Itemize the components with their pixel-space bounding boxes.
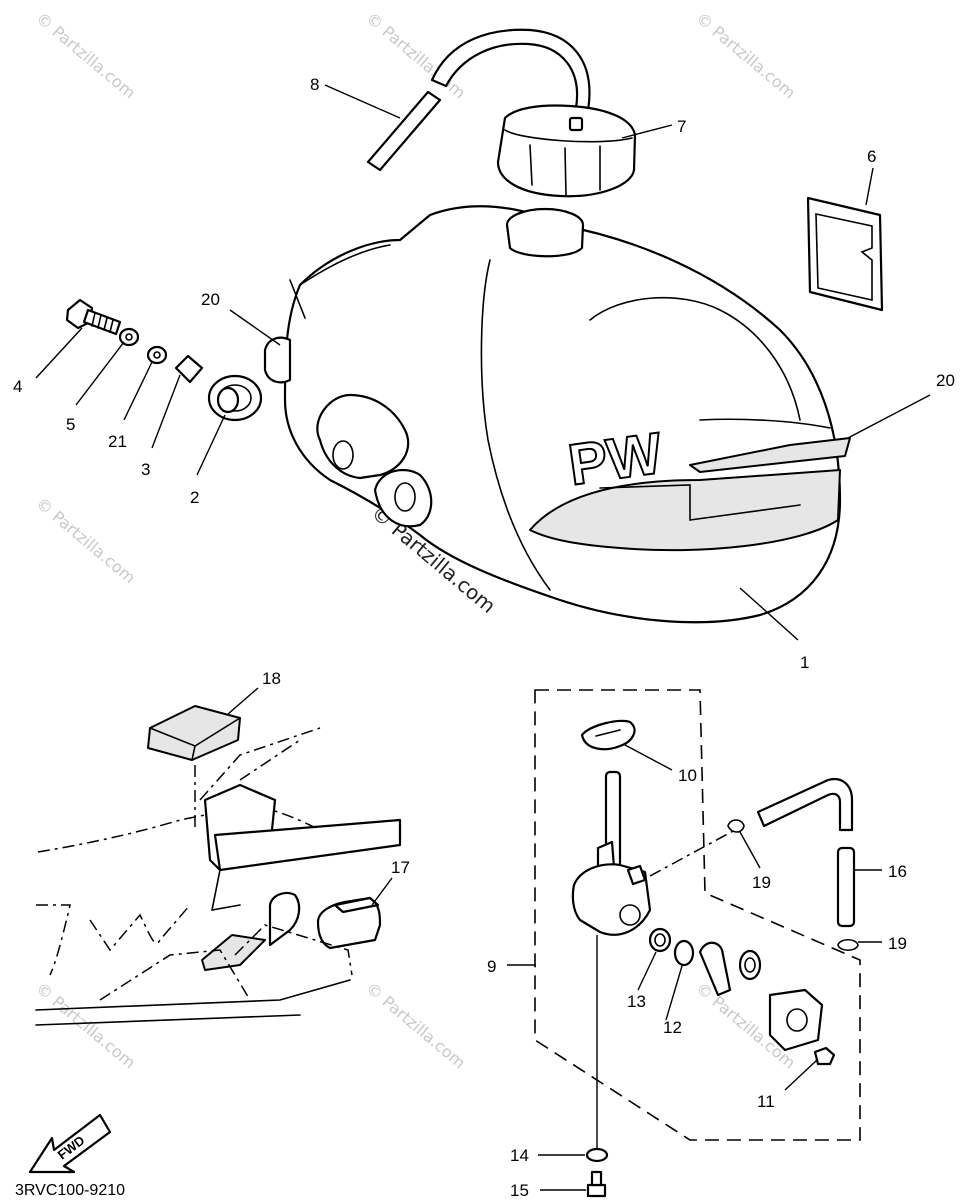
drain-screw [586,1170,607,1198]
callout-9: 9 [487,957,496,976]
callout-1: 1 [800,653,809,672]
fuel-cock-assembly [534,689,861,1141]
forward-arrow-icon: FWD [28,1113,112,1174]
callout-5: 5 [66,415,75,434]
drain-washer [585,1147,609,1163]
callout-18: 18 [262,669,281,688]
grommet [207,374,263,422]
leader-lines [35,84,931,1191]
hose-clip-upper [727,819,745,833]
watermark: © Partzilla.com [362,979,469,1073]
washer-small [146,345,168,365]
callouts: 1 2 3 4 5 6 7 8 9 10 11 12 13 14 15 16 1… [13,75,955,1200]
callout-12: 12 [663,1018,682,1037]
fuel-cock-gasket [580,719,636,751]
cover-screw [813,1046,836,1066]
callout-4: 4 [13,377,22,396]
watermark: © Partzilla.com [32,494,139,588]
fuel-cap [496,104,637,198]
lever [698,941,732,997]
bolt [65,298,122,336]
washer [118,327,140,347]
frame-section [35,705,402,1026]
fuel-hose [756,777,856,928]
callout-20-left: 20 [201,290,220,309]
fuel-cock-body [571,770,652,936]
callout-21: 21 [108,432,127,451]
watermark: © Partzilla.com [692,9,799,103]
callout-6: 6 [867,147,876,166]
hose-clip-lower [837,938,859,952]
collar [174,354,204,384]
side-decal [806,196,884,312]
callout-11: 11 [757,1092,775,1111]
callout-19-upper: 19 [752,873,771,892]
callout-17: 17 [391,858,410,877]
callout-13: 13 [627,992,646,1011]
callout-19-lower: 19 [888,934,907,953]
diagram-code: 3RVC100-9210 [15,1182,125,1199]
packing [738,949,762,981]
callout-3: 3 [141,460,150,479]
callout-14: 14 [510,1146,529,1165]
callout-8: 8 [310,75,319,94]
callout-10: 10 [678,766,697,785]
o-ring-small [673,939,695,967]
callout-20-right: 20 [936,371,955,390]
o-ring-large [648,927,672,953]
callout-16: 16 [888,862,907,881]
watermark: © Partzilla.com [32,9,139,103]
tank-logo: PW [564,420,666,497]
watermark: © Partzilla.com [32,979,139,1073]
callout-15: 15 [510,1181,529,1200]
callout-7: 7 [677,117,686,136]
callout-2: 2 [190,488,199,507]
cover-plate [768,988,824,1052]
fuel-tank: PW [263,205,851,624]
